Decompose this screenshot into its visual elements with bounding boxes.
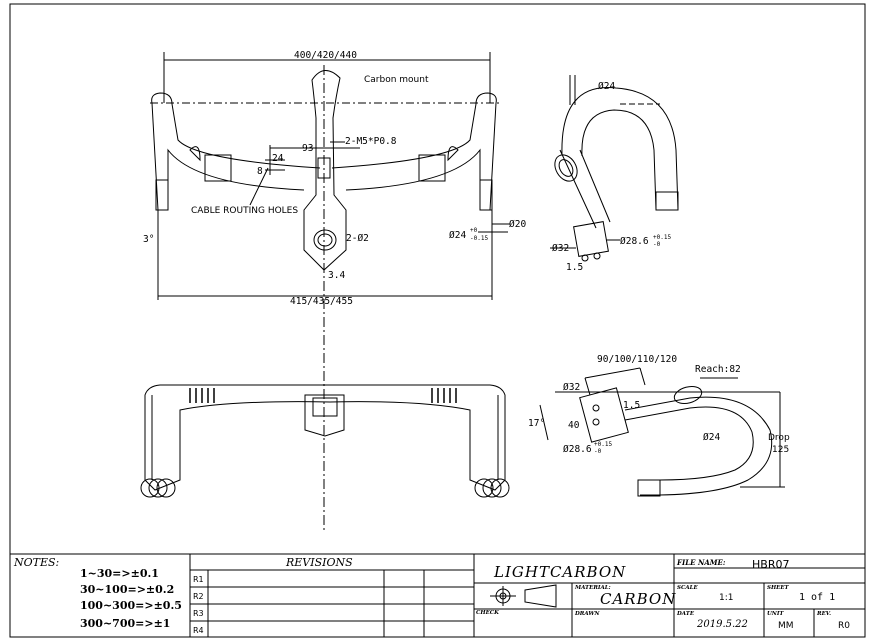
file-name: HBR07 — [752, 558, 789, 571]
profile-drop-label: Drop — [768, 433, 790, 443]
note-3: 100~300=>±0.5 — [80, 599, 182, 612]
notes-label: NOTES: — [13, 556, 59, 569]
profile-dim-1-5: 1.5 — [623, 400, 640, 411]
side-clamp-tol-lower: -0 — [653, 241, 661, 248]
check-label: CHECK — [476, 610, 499, 616]
top-view — [140, 384, 510, 498]
revision-row-r3: R3 — [193, 609, 204, 618]
revisions-label: REVISIONS — [285, 556, 353, 569]
clamp-tol-upper: +0 — [470, 227, 478, 234]
side-clamp-dia: Ø28.6 — [620, 236, 649, 247]
side-view-labels: Ø24 Ø32 Ø28.6 +0.15 -0 1.5 — [552, 81, 671, 273]
revision-row-r2: R2 — [193, 592, 204, 601]
dim-top-width: 400/420/440 — [294, 50, 357, 61]
front-view-labels: 400/420/440 Carbon mount 2-M5*P0.8 93 24… — [143, 50, 526, 307]
front-view — [150, 52, 510, 530]
note-2: 30~100=>±0.2 — [80, 583, 174, 596]
unit-value: MM — [778, 621, 794, 631]
label-hole-spec: 2-Ø2 — [346, 233, 369, 244]
revision-row-r1: R1 — [193, 575, 204, 584]
profile-clamp-tol-upper: +0.15 — [594, 441, 612, 448]
scale-label: SCALE — [677, 585, 698, 591]
side-view — [550, 75, 679, 262]
profile-reach: Reach:82 — [695, 364, 741, 375]
title-block — [10, 553, 865, 637]
profile-view — [539, 367, 785, 497]
label-cable-routing: CABLE ROUTING HOLES — [191, 206, 298, 216]
profile-view-labels: 90/100/110/120 Reach:82 Ø32 1.5 17° 40 Ø… — [528, 354, 790, 455]
label-carbon-mount: Carbon mount — [364, 75, 429, 85]
profile-bar-dia: Ø24 — [703, 432, 720, 443]
note-4: 300~700=>±1 — [80, 617, 170, 630]
dim-clamp-dia: Ø24 — [449, 230, 466, 241]
revision-row-r4: R4 — [193, 626, 204, 635]
side-dim-1-5: 1.5 — [566, 262, 583, 273]
file-name-label: FILE NAME: — [676, 558, 726, 567]
clamp-tol-lower: -0.15 — [470, 235, 488, 242]
angle-3: 3° — [143, 234, 154, 245]
rev-value: R0 — [838, 621, 850, 631]
profile-angle-17: 17° — [528, 418, 545, 429]
side-steerer-dia: Ø32 — [552, 243, 569, 254]
dim-bottom-width: 415/435/455 — [290, 296, 353, 307]
rev-label: REV. — [816, 611, 831, 617]
dim-24: 24 — [272, 153, 284, 164]
sheet-value: 1 of 1 — [799, 592, 835, 603]
title-block-text: NOTES: 1~30=>±0.1 30~100=>±0.2 100~300=>… — [13, 556, 850, 635]
dim-end-dia: Ø20 — [509, 219, 526, 230]
material-value: CARBON — [600, 590, 676, 608]
side-bar-dia: Ø24 — [598, 81, 615, 92]
side-clamp-tol-upper: +0.15 — [653, 234, 671, 241]
profile-stem-lengths: 90/100/110/120 — [597, 354, 677, 365]
profile-steerer-dia: Ø32 — [563, 382, 580, 393]
dim-3-4: 3.4 — [328, 270, 345, 281]
profile-dim-40: 40 — [568, 420, 580, 431]
sheet-border — [9, 3, 866, 638]
profile-clamp-dia: Ø28.6 — [563, 444, 592, 455]
scale-value: 1:1 — [719, 593, 733, 603]
unit-label: UNIT — [767, 611, 784, 617]
dim-8: 8 — [257, 166, 263, 177]
dim-93: 93 — [302, 143, 313, 154]
note-1: 1~30=>±0.1 — [80, 567, 159, 580]
material-label: MATERIAL: — [574, 585, 611, 591]
label-bolt-spec: 2-M5*P0.8 — [345, 136, 397, 147]
drawn-label: DRAWN — [574, 611, 601, 617]
company-name: LIGHTCARBON — [493, 563, 626, 581]
sheet-label: SHEET — [767, 585, 790, 591]
date-label: DATE — [676, 611, 695, 617]
date-value: 2019.5.22 — [696, 619, 748, 630]
profile-clamp-tol-lower: -0 — [594, 448, 602, 455]
profile-drop-value: 125 — [772, 445, 789, 455]
